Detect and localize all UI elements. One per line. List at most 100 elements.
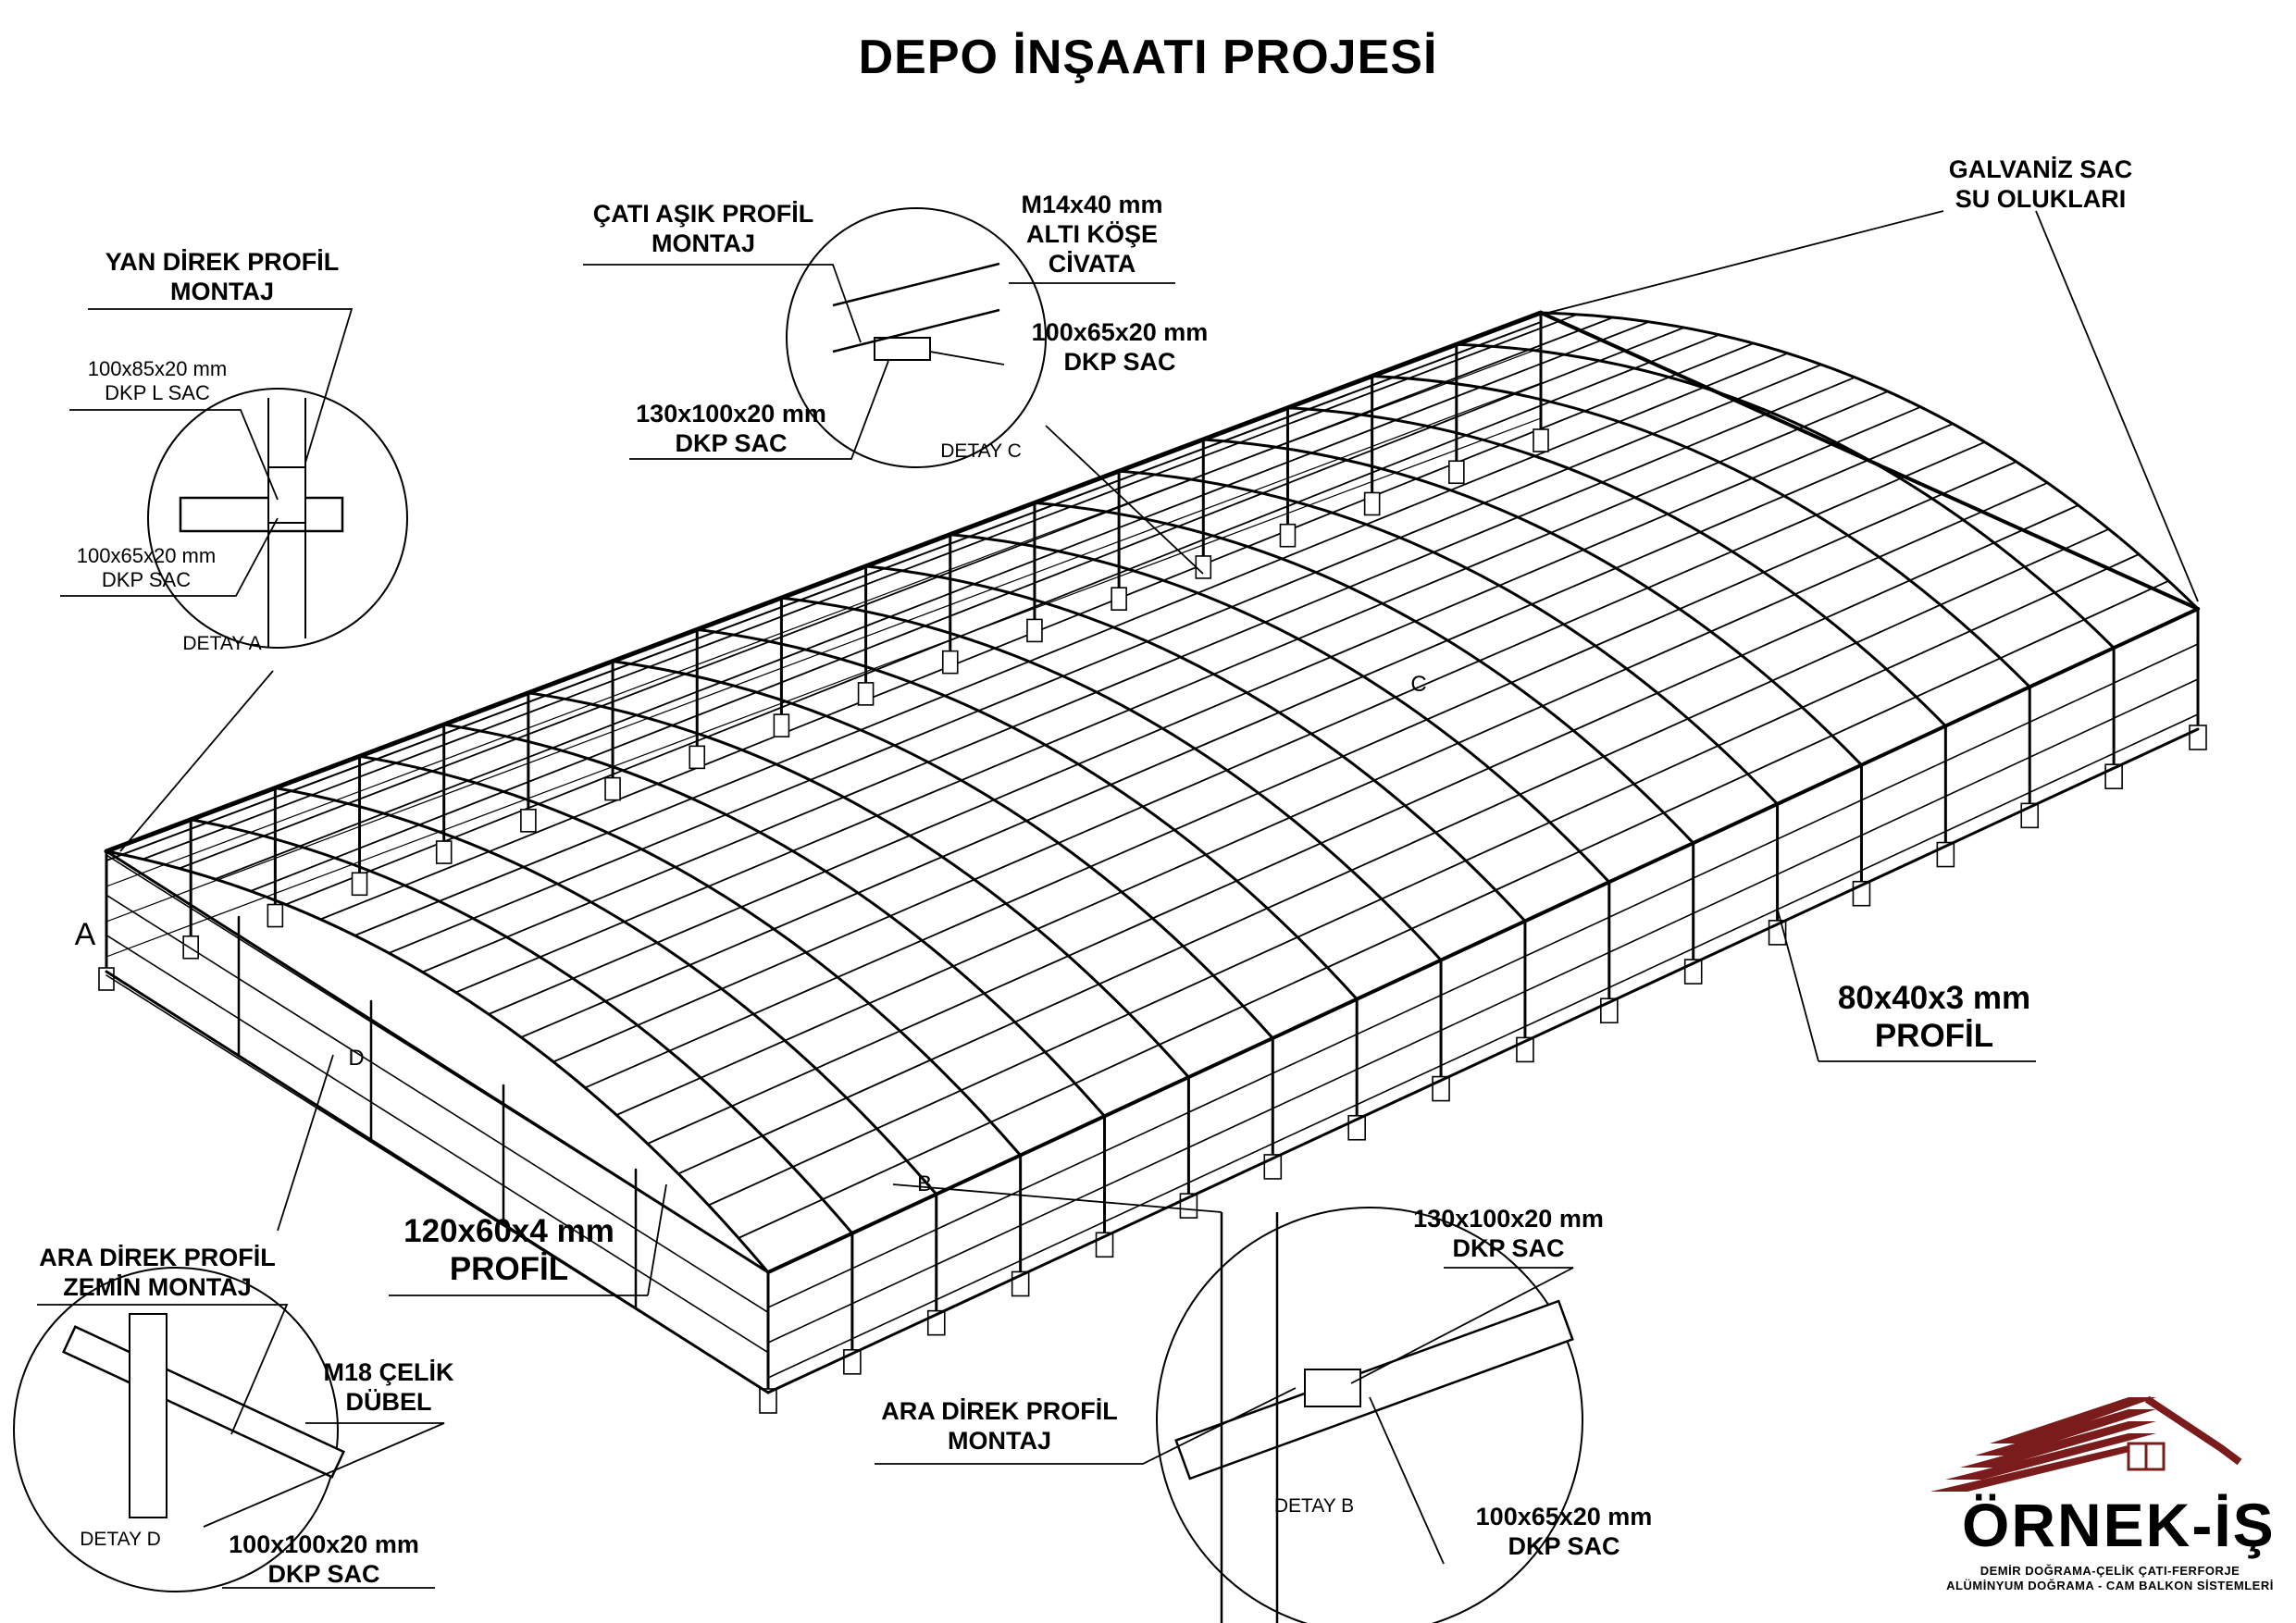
leader-line [929, 351, 1005, 365]
roof-arch [189, 818, 854, 1235]
label-sac-100x65-b: 100x65x20 mm DKP SAC [1475, 1503, 1653, 1560]
detail-c-purlin [832, 262, 1000, 307]
base-plate [182, 935, 199, 960]
detail-d-circle [13, 1267, 339, 1592]
base-plate [857, 682, 875, 706]
leader-line [1045, 425, 1204, 575]
base-plate [351, 872, 368, 897]
roof-arch [527, 691, 1190, 1079]
label-ara-direk-zemin: ARA DİREK PROFİL ZEMİN MONTAJ [39, 1244, 276, 1301]
purlin [707, 553, 2141, 1207]
detail-c-circle [786, 207, 1047, 468]
detay-b-label: DETAY B [1273, 1495, 1355, 1517]
base-plate [689, 745, 706, 770]
base-plate [1111, 587, 1127, 611]
leader-line [277, 1054, 334, 1232]
label-sac-130x100-c: 130x100x20 mm DKP SAC [636, 400, 826, 457]
base-plate [1279, 523, 1297, 548]
floor-line [766, 727, 2200, 1394]
roof-arch [273, 787, 938, 1196]
label-profil-120: 120x60x4 mm PROFİL [403, 1213, 614, 1288]
label-cati-asik: ÇATI AŞIK PROFİL MONTAJ [592, 200, 814, 257]
gable-rail [105, 934, 769, 1354]
eave-left [104, 310, 1544, 854]
purlin [738, 579, 2170, 1239]
marker-a: A [74, 917, 96, 952]
detay-d-label: DETAY D [80, 1529, 161, 1550]
base-plate [267, 903, 284, 928]
detail-b-rail [1174, 1299, 1574, 1481]
purlin [284, 333, 1720, 906]
purlin [520, 423, 1955, 1038]
purlin [354, 352, 1789, 936]
logo-line2: ALÜMİNYUM DOĞRAMA - CAM BALKON SİSTEMLER… [1946, 1579, 2274, 1592]
steel-frame [98, 310, 2207, 1414]
label-sac-100x65-a: 100x65x20 mm DKP SAC [76, 544, 217, 591]
roof-arch [358, 754, 1023, 1157]
label-ara-direk: ARA DİREK PROFİL MONTAJ [881, 1397, 1118, 1455]
side-rail [105, 417, 1542, 958]
purlin [677, 527, 2110, 1175]
detail-c-purlin [832, 308, 1000, 353]
leader-line [37, 1304, 289, 1435]
gable-rail [105, 894, 769, 1314]
side-rail [767, 713, 2199, 1379]
detail-c-plate [874, 337, 931, 361]
marker-c: C [1410, 672, 1427, 697]
detail-d-column [129, 1313, 168, 1518]
roof-arch [442, 723, 1107, 1118]
label-sac-100x100: 100x100x20 mm DKP SAC [229, 1530, 419, 1588]
detail-a-plate [267, 466, 306, 524]
roof-arch [1285, 406, 1947, 728]
detail-a-rail [179, 496, 344, 533]
label-sac-130x100-b: 130x100x20 mm DKP SAC [1413, 1205, 1604, 1262]
leader-line [203, 1422, 445, 1528]
logo-line1: DEMİR DOĞRAMA-ÇELİK ÇATI-FERFORJE [1980, 1564, 2240, 1578]
detail-callouts [13, 207, 1583, 1623]
label-galvaniz: GALVANİZ SAC SU OLUKLARI [1948, 155, 2133, 213]
label-profil-80: 80x40x3 mm PROFİL [1837, 980, 2031, 1055]
purlin [488, 405, 1922, 1015]
roof-stripe [1990, 1397, 2156, 1443]
leader-line [875, 1387, 1297, 1465]
roof-arch [1033, 501, 1695, 845]
purlin [214, 320, 1650, 880]
roof-stripe [1930, 1445, 2156, 1492]
logo-name: ÖRNEK-İŞ [1962, 1491, 2276, 1559]
detail-b-circle [1156, 1207, 1583, 1623]
eave-right [766, 607, 2200, 1274]
purlin [421, 376, 1856, 973]
gable-rail [105, 854, 769, 1273]
base-plate [1533, 428, 1549, 452]
leader-line [88, 308, 354, 464]
side-rail [105, 382, 1542, 923]
label-yan-direk: YAN DİREK PROFİL MONTAJ [105, 248, 340, 305]
label-sac-100x65-c: 100x65x20 mm DKP SAC [1031, 318, 1209, 376]
purlin [178, 316, 1615, 870]
leader-line [119, 670, 274, 852]
label-civata: M14x40 mm ALTI KÖŞE CİVATA [1021, 191, 1163, 278]
detay-a-label: DETAY A [182, 633, 262, 654]
roof-arch [1201, 438, 1863, 767]
leader-line [583, 264, 862, 343]
marker-b: B [916, 1171, 932, 1196]
purlin [454, 390, 1889, 994]
side-rail [767, 643, 2199, 1308]
leader-line [647, 1183, 667, 1296]
detail-a-circle [147, 388, 408, 649]
purlin [615, 481, 2049, 1116]
base-plate [1363, 491, 1381, 516]
purlin [249, 327, 1685, 892]
roof-arch [864, 564, 1527, 923]
base-plate [1448, 460, 1465, 485]
leader-line [60, 517, 279, 597]
marker-d: D [348, 1046, 365, 1071]
purlin [388, 364, 1823, 954]
base-plate [520, 809, 537, 833]
base-plate [1026, 618, 1043, 643]
leader-line [1776, 906, 1819, 1062]
purlin [584, 461, 2017, 1089]
leader-line [69, 409, 279, 501]
leader-lines [37, 210, 2199, 1589]
roof-logo-icon [1930, 1395, 2242, 1492]
